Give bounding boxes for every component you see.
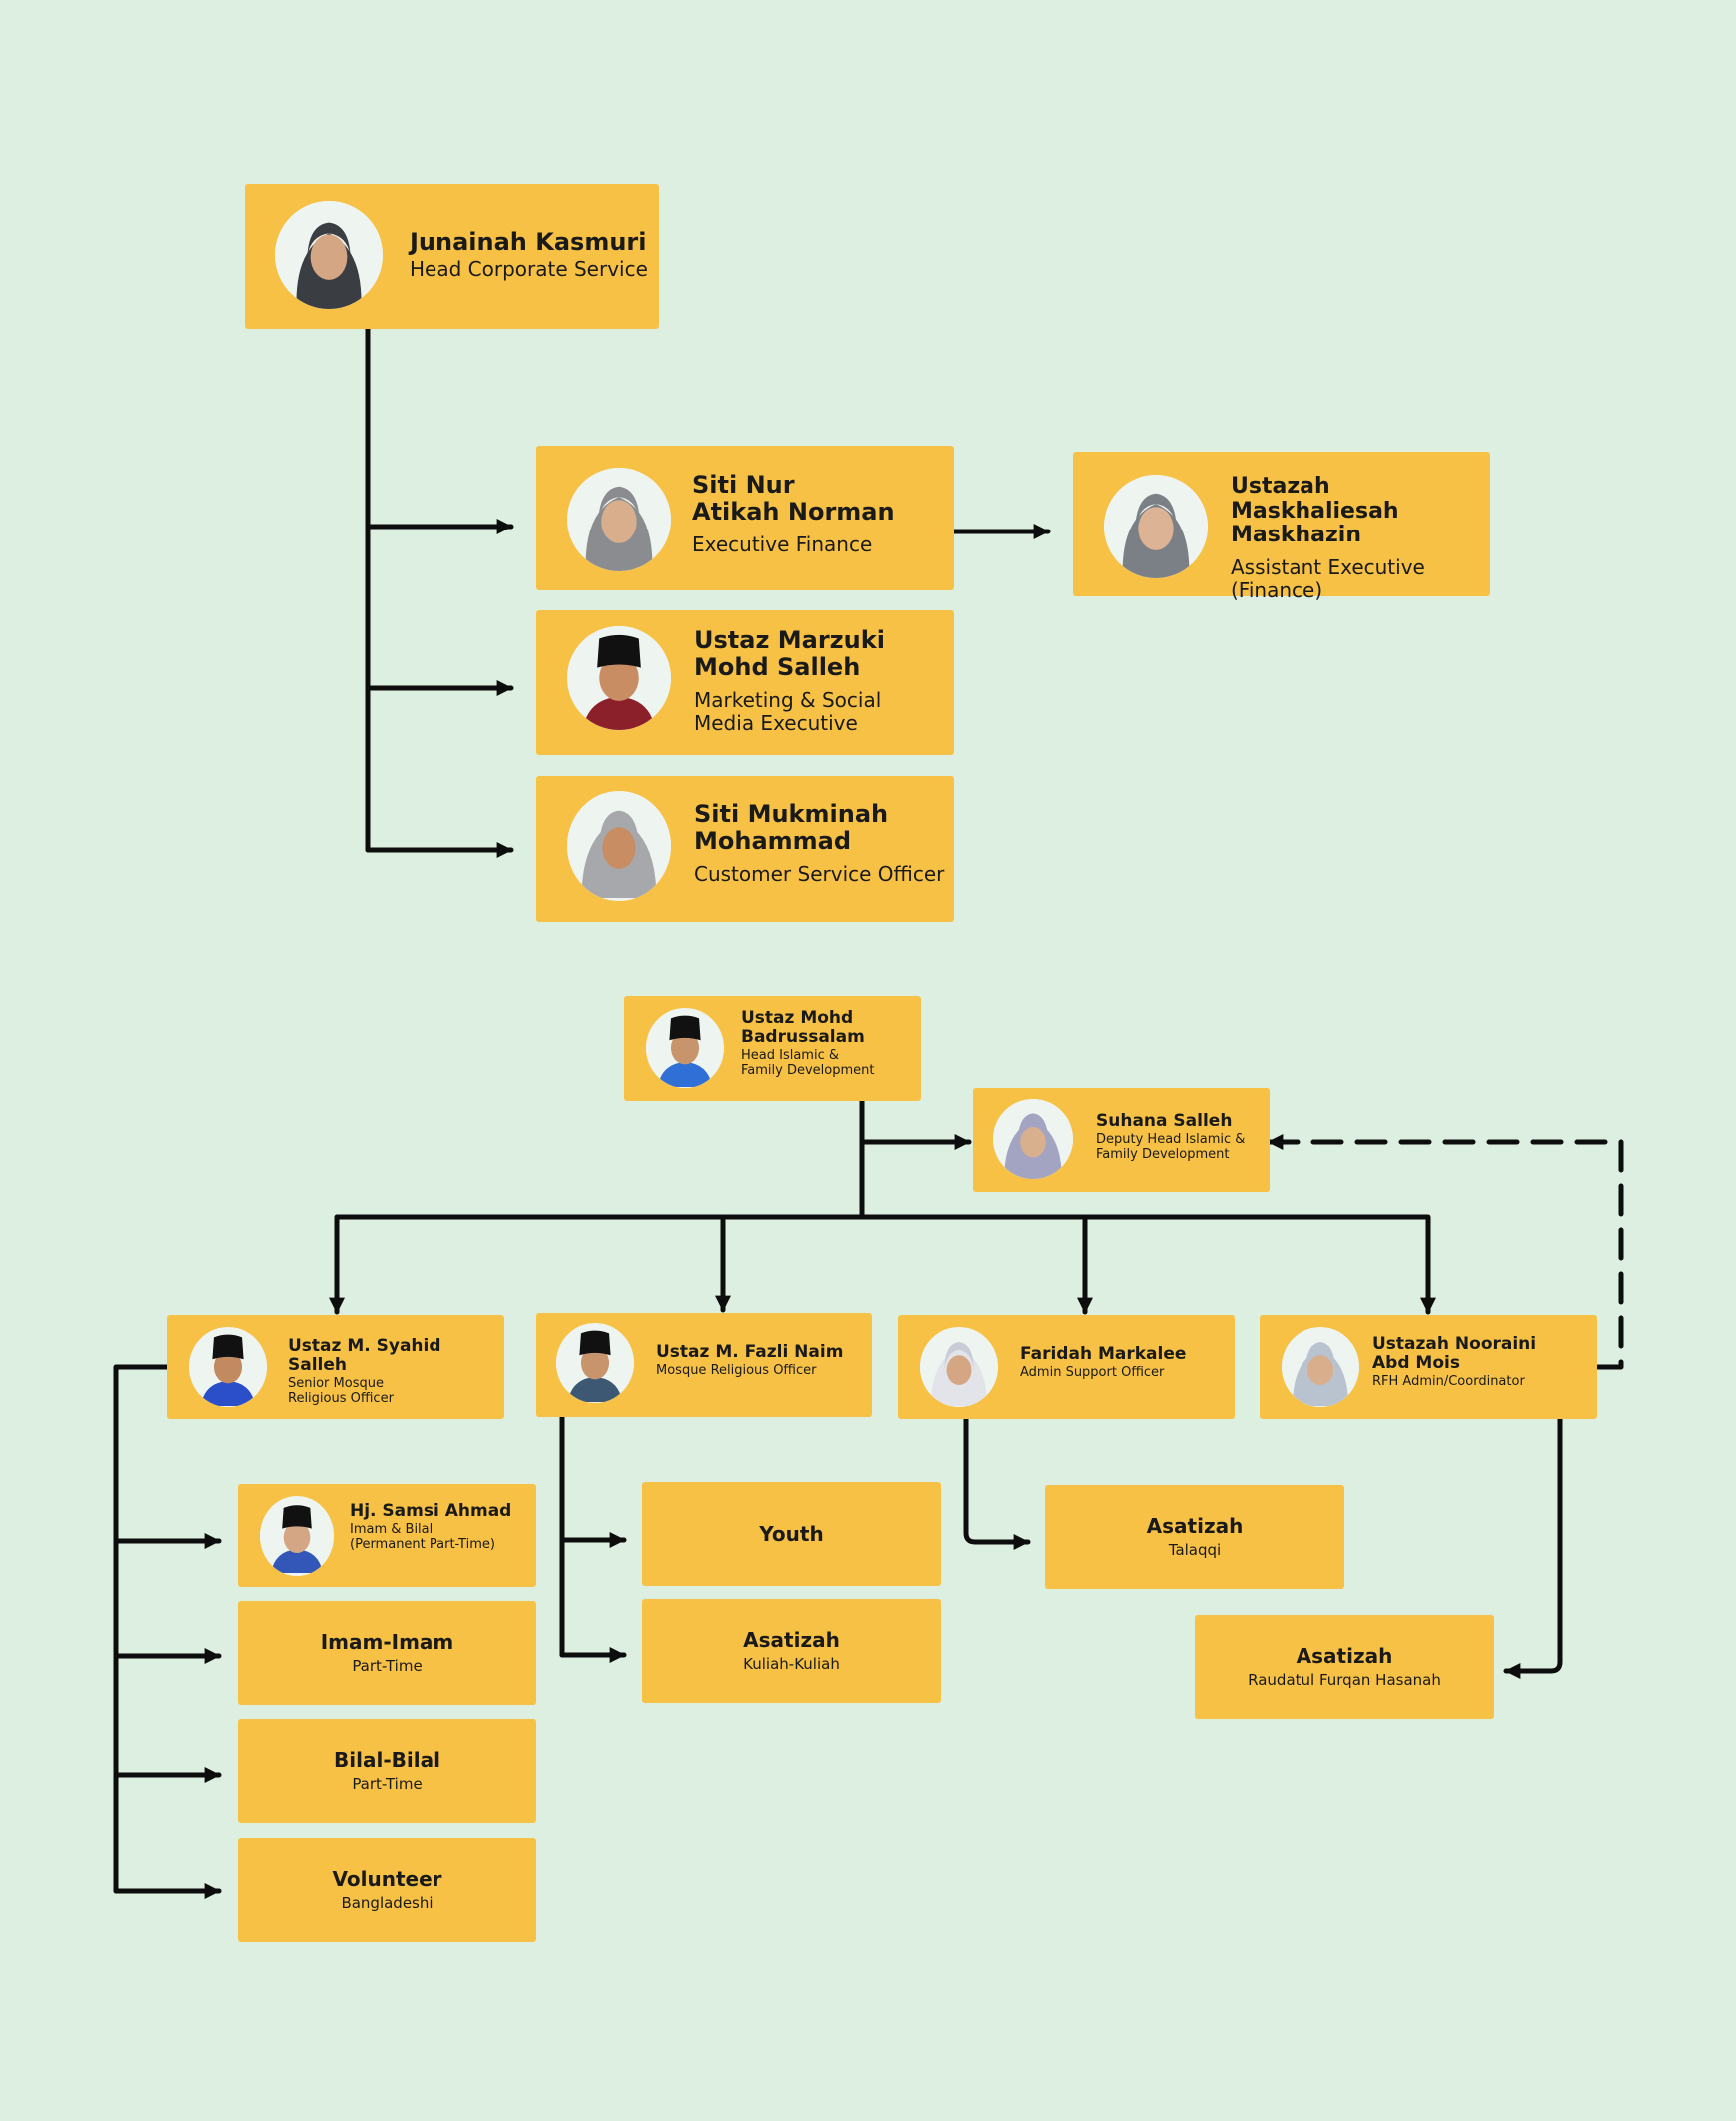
dashed-connector-nooraini-deputy: [1266, 1133, 1624, 1370]
group-role: Bangladeshi: [341, 1893, 434, 1912]
card-youth[interactable]: Youth: [642, 1482, 941, 1586]
man-songkok-portrait-icon: [646, 1008, 724, 1088]
group-name: Asatizah: [1146, 1514, 1244, 1539]
card-asatizah-kuliah[interactable]: Asatizah Kuliah-Kuliah: [642, 1599, 941, 1703]
card-bilal-bilal[interactable]: Bilal-Bilal Part-Time: [238, 1719, 536, 1823]
man-songkok-portrait-icon: [556, 1323, 634, 1403]
connector-branch-bar: [334, 1214, 1431, 1304]
card-marketing-executive[interactable]: Ustaz Marzuki Mohd Salleh Marketing & So…: [536, 610, 954, 755]
card-head-corporate-service[interactable]: Junainah Kasmuri Head Corporate Service: [245, 184, 659, 329]
card-customer-service-officer[interactable]: Siti Mukminah Mohammad Customer Service …: [536, 776, 954, 922]
group-name: Bilal-Bilal: [334, 1748, 440, 1773]
card-executive-finance[interactable]: Siti Nur Atikah Norman Executive Finance: [536, 446, 954, 590]
person-name: Siti Mukminah Mohammad: [694, 800, 889, 855]
group-name: Youth: [759, 1521, 824, 1546]
group-name: Asatizah: [743, 1628, 840, 1653]
person-name: Faridah Markalee: [1020, 1344, 1187, 1364]
person-name: Suhana Salleh: [1096, 1111, 1233, 1131]
person-role: Mosque Religious Officer: [656, 1363, 817, 1379]
person-name: Ustaz M. Fazli Naim: [656, 1342, 844, 1362]
person-name: Ustaz Marzuki Mohd Salleh: [694, 626, 885, 681]
connector-syahid-trunk: [113, 1364, 170, 1894]
group-role: Part-Time: [352, 1774, 423, 1793]
man-songkok-portrait-icon: [189, 1327, 267, 1407]
person-role: Assistant Executive (Finance): [1231, 554, 1425, 602]
person-role: Head Corporate Service: [410, 256, 648, 281]
person-role: Senior Mosque Religious Officer: [288, 1376, 394, 1406]
person-name: Ustaz Mohd Badrussalam: [741, 1008, 865, 1048]
person-role: Imam & Bilal (Permanent Part-Time): [350, 1522, 495, 1552]
group-role: Talaqqi: [1168, 1540, 1222, 1559]
person-name: Junainah Kasmuri: [410, 228, 647, 256]
person-role: Head Islamic & Family Development: [741, 1048, 875, 1078]
person-role: Marketing & Social Media Executive: [694, 687, 882, 735]
card-deputy-head-islamic[interactable]: Suhana Salleh Deputy Head Islamic & Fami…: [973, 1088, 1270, 1192]
woman-hijab-portrait-icon: [993, 1099, 1073, 1179]
group-role: Kuliah-Kuliah: [743, 1654, 840, 1673]
person-name: Ustazah Nooraini Abd Mois: [1372, 1334, 1537, 1374]
group-name: Volunteer: [332, 1867, 442, 1892]
card-rfh-admin-coordinator[interactable]: Ustazah Nooraini Abd Mois RFH Admin/Coor…: [1260, 1315, 1597, 1419]
card-imam-bilal[interactable]: Hj. Samsi Ahmad Imam & Bilal (Permanent …: [238, 1484, 536, 1587]
woman-hijab-portrait-icon: [1282, 1327, 1359, 1407]
woman-hijab-portrait-icon: [275, 201, 383, 309]
group-role: Part-Time: [352, 1656, 423, 1675]
person-name: Siti Nur Atikah Norman: [692, 471, 895, 526]
woman-hijab-portrait-icon: [920, 1327, 998, 1407]
person-name: Hj. Samsi Ahmad: [350, 1501, 512, 1521]
card-admin-support-officer[interactable]: Faridah Markalee Admin Support Officer: [898, 1315, 1235, 1419]
card-senior-mosque-religious-officer[interactable]: Ustaz M. Syahid Salleh Senior Mosque Rel…: [167, 1315, 504, 1419]
group-role: Raudatul Furqan Hasanah: [1248, 1670, 1441, 1689]
group-name: Imam-Imam: [320, 1630, 454, 1655]
person-role: RFH Admin/Coordinator: [1372, 1374, 1525, 1390]
person-role: Executive Finance: [692, 531, 873, 556]
connector-nooraini-down: [1503, 1416, 1563, 1680]
card-mosque-religious-officer[interactable]: Ustaz M. Fazli Naim Mosque Religious Off…: [536, 1313, 872, 1417]
card-volunteer[interactable]: Volunteer Bangladeshi: [238, 1838, 536, 1942]
connector-faridah-down: [963, 1416, 1031, 1551]
person-name: Ustaz M. Syahid Salleh: [288, 1336, 441, 1376]
card-imam-imam[interactable]: Imam-Imam Part-Time: [238, 1601, 536, 1705]
man-songkok-portrait-icon: [567, 626, 671, 730]
man-songkok-portrait-icon: [260, 1496, 334, 1576]
woman-hijab-portrait-icon: [567, 468, 671, 571]
card-head-islamic[interactable]: Ustaz Mohd Badrussalam Head Islamic & Fa…: [624, 996, 921, 1101]
person-role: Deputy Head Islamic & Family Development: [1096, 1132, 1246, 1162]
person-name: Ustazah Maskhaliesah Maskhazin: [1231, 474, 1399, 548]
group-name: Asatizah: [1296, 1644, 1393, 1669]
woman-hijab-portrait-icon: [1104, 475, 1208, 578]
person-role: Admin Support Officer: [1020, 1365, 1165, 1381]
woman-hijab-portrait-icon: [567, 791, 671, 901]
card-asatizah-rfh[interactable]: Asatizah Raudatul Furqan Hasanah: [1195, 1615, 1494, 1719]
card-assistant-executive-finance[interactable]: Ustazah Maskhaliesah Maskhazin Assistant…: [1073, 452, 1490, 601]
person-role: Customer Service Officer: [694, 861, 945, 886]
card-asatizah-talaqqi[interactable]: Asatizah Talaqqi: [1045, 1485, 1344, 1589]
